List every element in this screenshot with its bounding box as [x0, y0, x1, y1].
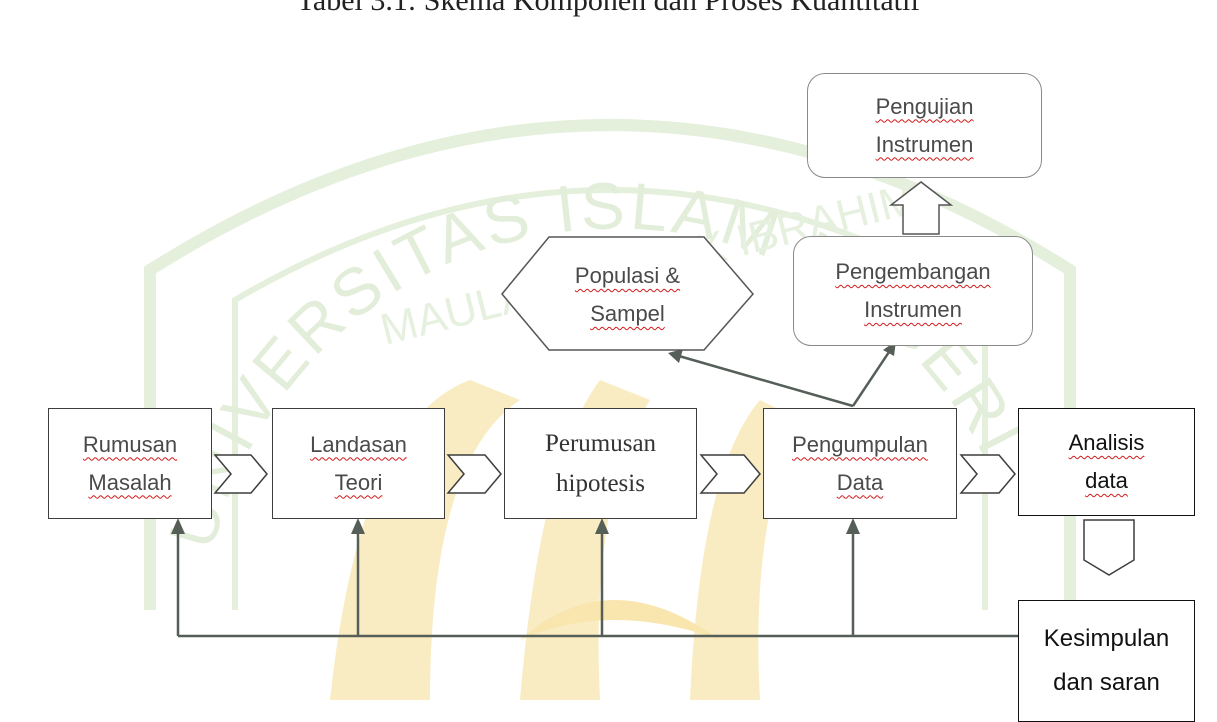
node-pengumpulan-line1: Pengumpulan: [792, 431, 928, 457]
node-perumusan-line1: Perumusan: [544, 429, 657, 457]
node-analisis-data: Analisis data: [1018, 408, 1195, 516]
node-kesimpulan-saran: Kesimpulan dan saran: [1018, 600, 1195, 722]
node-pengembangan-instrumen: Pengembangan Instrumen: [793, 236, 1033, 346]
node-perumusan-line2: hipotesis: [556, 469, 645, 497]
node-kesimpulan-line1: Kesimpulan: [1043, 625, 1170, 652]
node-pengumpulan-line2: Data: [836, 469, 884, 495]
chevron-arrow-4: [959, 454, 1016, 494]
node-populasi-line2: Sampel: [590, 301, 665, 326]
node-pengujian-line2: Instrumen: [875, 131, 974, 157]
node-pengumpulan-data: Pengumpulan Data: [763, 408, 957, 519]
up-hollow-arrow: [888, 181, 954, 235]
chevron-arrow-3: [699, 454, 761, 494]
node-landasan-line2: Teori: [334, 469, 383, 495]
node-analisis-line1: Analisis: [1068, 430, 1145, 455]
node-rumusan-line2: Masalah: [88, 469, 172, 495]
populasi-hexagon: [501, 236, 754, 351]
down-chevron-arrow: [1083, 519, 1135, 576]
node-populasi-line1: Populasi &: [574, 263, 681, 288]
node-kesimpulan-line2: dan saran: [1053, 669, 1160, 696]
chevron-arrow-2: [446, 454, 502, 494]
node-pengembangan-line1: Pengembangan: [835, 259, 991, 284]
node-populasi-sampel: Populasi & Sampel: [540, 251, 715, 339]
node-landasan-line1: Landasan: [310, 431, 407, 457]
node-rumusan-masalah: Rumusan Masalah: [48, 408, 212, 519]
chevron-arrow-1: [213, 454, 268, 494]
node-pengujian-instrumen: Pengujian Instrumen: [807, 73, 1042, 178]
node-rumusan-line1: Rumusan: [82, 431, 178, 457]
arrow-to-pengembangan: [851, 345, 895, 407]
node-pengujian-line1: Pengujian: [875, 93, 974, 119]
node-analisis-line2: data: [1085, 468, 1128, 493]
node-landasan-teori: Landasan Teori: [272, 408, 445, 519]
arrow-to-populasi: [671, 352, 854, 408]
node-perumusan-hipotesis: Perumusan hipotesis: [504, 408, 697, 519]
figure-caption: Tabel 3.1: Skema Komponen dan Proses Kua…: [296, 0, 921, 17]
node-pengembangan-line2: Instrumen: [864, 297, 962, 322]
